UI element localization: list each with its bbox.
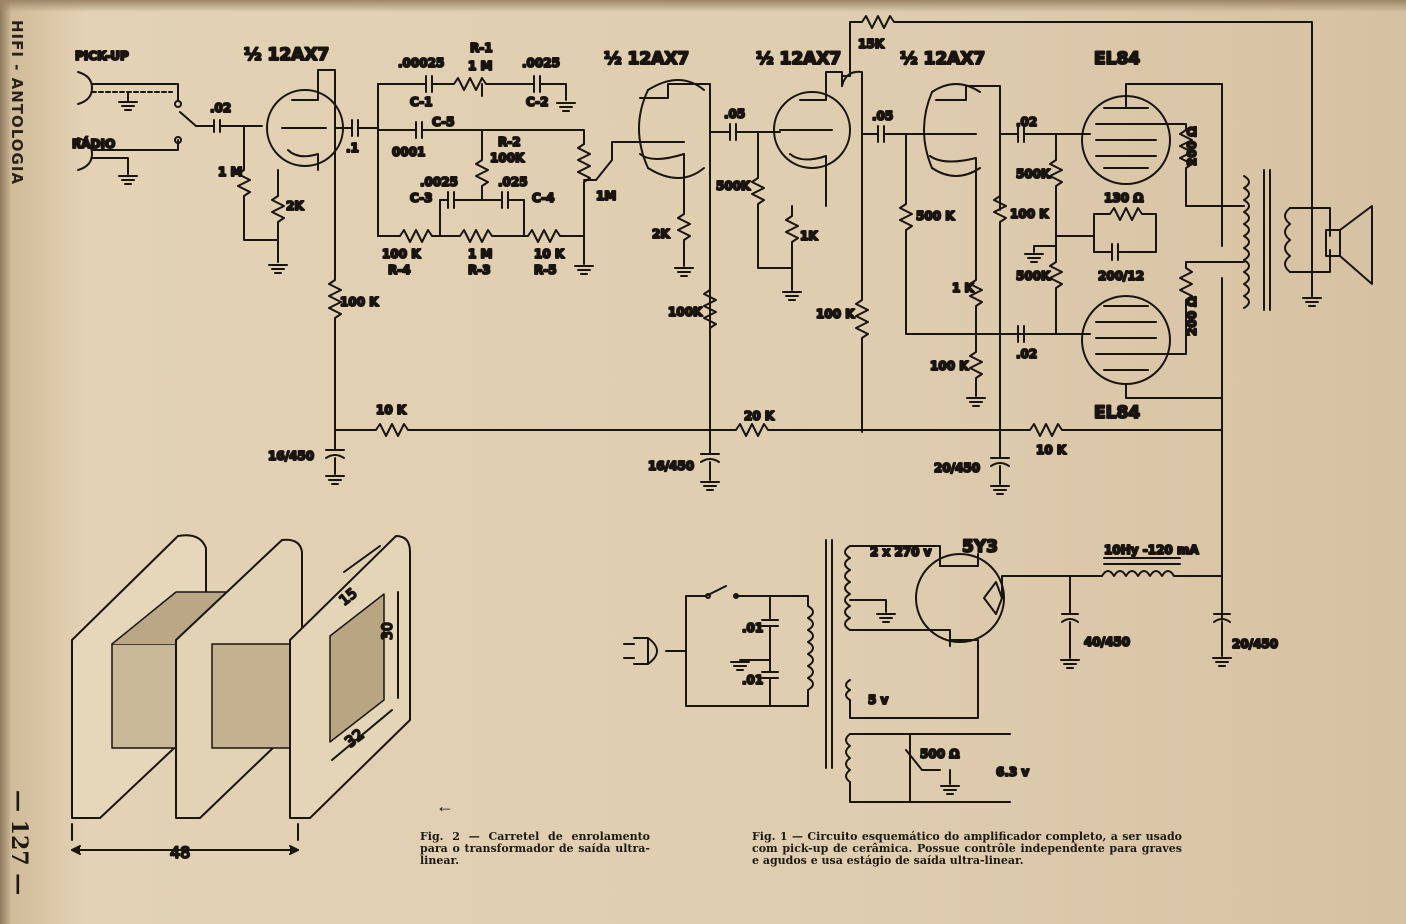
coupling-cap-1: .1 (346, 141, 359, 155)
r5-value: 10 K (534, 247, 565, 261)
top-shadow (0, 0, 1406, 12)
pi-resistor-100k: 100 K (1010, 207, 1049, 221)
rectifier-label: 5Y3 (962, 537, 998, 557)
side-running-title: HIFI - ANTOLOGIA (8, 20, 26, 186)
filter-cap-2: 16/450 (648, 459, 694, 473)
hv-winding-label: 2 x 270 v (870, 545, 932, 559)
pi-resistor-500k: 500 K (916, 209, 955, 223)
out-grid-resistor-2: 500K (1016, 269, 1051, 283)
decoupling-resistor-1: 10 K (376, 403, 407, 417)
filter-cap-3: 20/450 (934, 461, 980, 475)
left-arrow-icon: ← (436, 796, 454, 816)
screen-resistor-2: 200 Ω (1185, 297, 1199, 336)
grid-resistor-1: 1 M (218, 165, 242, 179)
c5-value: 0001 (392, 145, 425, 159)
tube-3-label: ½ 12AX7 (756, 49, 841, 69)
r4-value: 100 K (382, 247, 421, 261)
r1-label: R-1 (470, 41, 493, 55)
cathode-resistor-1: 2K (286, 199, 304, 213)
line-cap-2: .01 (742, 673, 763, 687)
grid-resistor-3: 500K (716, 179, 751, 193)
plate-resistor-3: 100 K (816, 307, 855, 321)
transformer-bobbin-drawing (71, 534, 411, 855)
coupling-cap-3: .05 (872, 109, 893, 123)
screen-resistor-1: 200 Ω (1185, 127, 1199, 166)
heater-label: 6.3 v (996, 765, 1029, 779)
out-cap-1: .02 (1016, 115, 1037, 129)
bobbin-window-height-dim: 30 (380, 622, 396, 640)
c1-value: .00025 (398, 56, 444, 70)
tube-1 (266, 69, 344, 251)
figure-2-caption: Fig. 2 — Carretel de enrolamento para o … (420, 830, 650, 867)
r4-label: R-4 (388, 263, 411, 277)
el84-bottom-label: EL84 (1094, 403, 1140, 423)
line-cap-1: .01 (742, 621, 763, 635)
c2-value: .0025 (522, 56, 560, 70)
figure-1-caption: Fig. 1 — Circuito esquemático do amplifi… (752, 830, 1182, 867)
c4-label: C-4 (532, 191, 554, 205)
out-grid-resistor-1: 500K (1016, 167, 1051, 181)
cathode-resistor-3: 1K (800, 229, 818, 243)
c2-label: C-2 (526, 95, 548, 109)
r3-label: R-3 (468, 263, 491, 277)
feedback-resistor: 15K (858, 37, 885, 51)
hum-pot-label: 500 Ω (920, 747, 959, 761)
filter-cap-4: 40/450 (1084, 635, 1130, 649)
r2-value: 100K (490, 151, 525, 165)
cathode-resistor-2: 2K (652, 227, 670, 241)
decoupling-resistor-2: 20 K (744, 409, 775, 423)
filter-cap-1: 16/450 (268, 449, 314, 463)
bias-resistor: 130 Ω (1104, 191, 1143, 205)
book-spine-shadow (0, 0, 10, 924)
tube-3 (773, 71, 851, 207)
plate-resistor-2: 100K (668, 305, 703, 319)
output-transformer (1243, 169, 1373, 311)
c5-label: C-5 (432, 115, 454, 129)
radio-label: RÁDIO (72, 136, 115, 151)
decoupling-resistor-3: 10 K (1036, 443, 1067, 457)
output-tube-bottom (1081, 277, 1223, 399)
r5-label: R-5 (534, 263, 557, 277)
bobbin-width-dim: 48 (170, 843, 190, 862)
pi-resistor-1k: 1 K (952, 281, 975, 295)
bias-cap: 200/12 (1098, 269, 1144, 283)
filament-5v-label: 5 v (868, 693, 889, 707)
tube-1-label: ½ 12AX7 (244, 45, 329, 65)
tube-2-label: ½ 12AX7 (604, 49, 689, 69)
pickup-label: PICK-UP (75, 49, 129, 63)
c3-label: C-3 (410, 191, 432, 205)
r3-value: 1 M (468, 247, 492, 261)
page-number: — 127 — (6, 790, 32, 896)
el84-top-label: EL84 (1094, 49, 1140, 69)
r1-value: 1 M (468, 59, 492, 73)
tone-pot-value: 1M (596, 189, 616, 203)
input-jacks (77, 71, 215, 185)
plate-resistor-1: 100 K (340, 295, 379, 309)
c4-value: .025 (498, 175, 528, 189)
pi-resistor-100k-b: 100 K (930, 359, 969, 373)
power-supply (623, 539, 1232, 803)
filter-cap-5: 20/450 (1232, 637, 1278, 651)
tone-control-network (377, 75, 625, 275)
c3-value: .0025 (420, 175, 458, 189)
tube-4 (913, 83, 1001, 271)
tube-4-label: ½ 12AX7 (900, 49, 985, 69)
input-cap-value: .02 (210, 101, 231, 115)
out-cap-2: .02 (1016, 347, 1037, 361)
c1-label: C-1 (410, 95, 432, 109)
r2-label: R-2 (498, 135, 521, 149)
coupling-cap-2: .05 (724, 107, 745, 121)
tube-2 (623, 79, 711, 431)
choke-label: 10Hy -120 mA (1104, 543, 1199, 557)
output-tube-top (1081, 83, 1223, 247)
